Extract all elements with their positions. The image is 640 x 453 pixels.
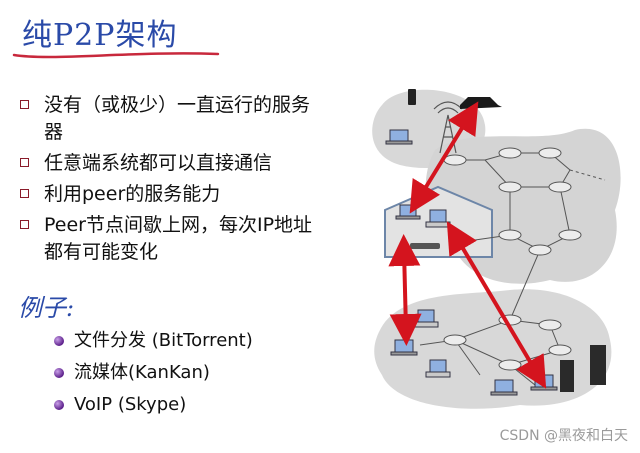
example-text: VoIP (Skype) <box>74 394 187 415</box>
example-item: 流媒体(KanKan) <box>54 358 253 388</box>
square-bullet-icon <box>20 220 29 229</box>
example-item: 文件分发 (BitTorrent) <box>54 326 253 356</box>
round-bullet-icon <box>54 368 64 378</box>
square-bullet-icon <box>20 158 29 167</box>
example-list: 文件分发 (BitTorrent) 流媒体(KanKan) VoIP (Skyp… <box>54 326 253 422</box>
round-bullet-icon <box>54 336 64 346</box>
bullet-item: Peer节点间歇上网，每次IP地址都有可能变化 <box>18 212 328 266</box>
example-text: 文件分发 (BitTorrent) <box>74 330 253 351</box>
bullet-item: 任意端系统都可以直接通信 <box>18 150 328 177</box>
car-icon <box>460 97 502 109</box>
server-icon <box>560 345 606 392</box>
p2p-network-diagram <box>372 89 621 409</box>
peer-connection-arrows <box>388 101 547 389</box>
example-item: VoIP (Skype) <box>54 390 253 420</box>
bullet-item: 没有（或极少）一直运行的服务器 <box>18 92 328 146</box>
bullet-text: 利用peer的服务能力 <box>44 183 221 205</box>
slide-title: 纯P2P架构 <box>22 18 178 53</box>
bullet-text: 任意端系统都可以直接通信 <box>44 152 273 174</box>
square-bullet-icon <box>20 189 29 198</box>
example-heading: 例子: <box>18 294 75 322</box>
square-bullet-icon <box>20 100 29 109</box>
round-bullet-icon <box>54 400 64 410</box>
watermark: CSDN @黑夜和白天 <box>499 428 628 444</box>
example-text: 流媒体(KanKan) <box>74 362 210 383</box>
bullet-item: 利用peer的服务能力 <box>18 181 328 208</box>
bullet-list: 没有（或极少）一直运行的服务器 任意端系统都可以直接通信 利用peer的服务能力… <box>18 92 328 270</box>
phone-icon <box>408 89 416 105</box>
bullet-text: 没有（或极少）一直运行的服务器 <box>44 94 311 143</box>
wireless-router-icon <box>410 243 440 249</box>
title-underline <box>12 52 220 59</box>
bullet-text: Peer节点间歇上网，每次IP地址都有可能变化 <box>44 214 313 263</box>
